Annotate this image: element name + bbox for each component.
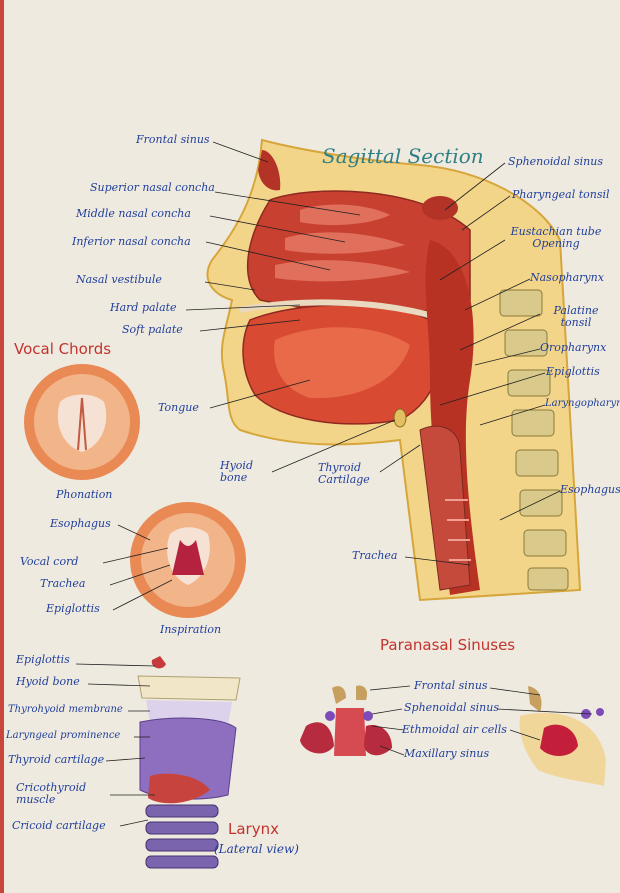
label-paranasal-frontal-sinus: Frontal sinus [414, 679, 488, 692]
inspiration-illustration [130, 502, 246, 618]
label-epiglottis: Epiglottis [546, 365, 600, 378]
larynx-leader-lines [75, 663, 156, 827]
label-vocal-cord: Vocal cord [20, 555, 79, 568]
label-hyoid-bone: Hyoid bone [220, 459, 253, 485]
label-phonation: Phonation [56, 488, 113, 501]
label-pharyngeal-tonsil: Pharyngeal tonsil [512, 188, 610, 201]
paranasal-front-illustration [300, 685, 392, 756]
label-sphenoidal-sinus: Sphenoidal sinus [508, 155, 603, 168]
label-cricothyroid-muscle: Cricothyroid muscle [16, 781, 87, 807]
label-nasopharynx: Nasopharynx [530, 271, 604, 284]
label-inferior-nasal-concha: Inferior nasal concha [72, 235, 191, 248]
label-thyroid-cartilage: Thyroid Cartilage [318, 461, 370, 487]
paper-edge [0, 0, 4, 893]
larynx-illustration [137, 656, 241, 869]
paranasal-leader-lines [369, 685, 593, 756]
sagittal-leader-lines [185, 141, 561, 566]
sagittal-section-drawing [206, 138, 582, 602]
label-laryngeal-prominence: Laryngeal prominence [6, 730, 121, 741]
label-cricoid-cartilage: Cricoid cartilage [12, 819, 106, 832]
paranasal-sinuses-title: Paranasal Sinuses [380, 636, 516, 654]
label-vocal-epiglottis: Epiglottis [46, 602, 100, 615]
label-inspiration: Inspiration [160, 623, 222, 636]
label-larynx-hyoid-bone: Hyoid bone [16, 675, 80, 688]
label-middle-nasal-concha: Middle nasal concha [76, 207, 191, 220]
label-frontal-sinus: Frontal sinus [136, 133, 210, 146]
larynx-title: Larynx [228, 820, 279, 838]
sagittal-section-title: Sagittal Section [322, 144, 484, 168]
vocal-leader-lines [102, 524, 173, 611]
label-maxillary-sinus: Maxillary sinus [404, 747, 490, 760]
label-vocal-esophagus: Esophagus [50, 517, 111, 530]
label-nasal-vestibule: Nasal vestibule [76, 273, 162, 286]
label-eustachian-tube: Eustachian tube Opening [510, 225, 602, 251]
label-oropharynx: Oropharynx [540, 341, 607, 354]
label-superior-nasal-concha: Superior nasal concha [90, 181, 215, 194]
label-ethmoidal-air-cells: Ethmoidal air cells [402, 723, 507, 736]
label-paranasal-sphenoidal-sinus: Sphenoidal sinus [404, 701, 499, 714]
label-tongue: Tongue [158, 401, 199, 414]
vocal-chords-title: Vocal Chords [14, 340, 112, 358]
paranasal-lateral-illustration [519, 686, 606, 786]
label-thyrohyoid-membrane: Thyrohyoid membrane [8, 704, 123, 715]
label-hard-palate: Hard palate [110, 301, 177, 314]
label-larynx-thyroid-cartilage: Thyroid cartilage [8, 753, 105, 766]
label-laryngopharynx: Laryngopharynx [545, 398, 620, 409]
larynx-subtitle: (Lateral view) [214, 842, 299, 856]
label-palatine-tonsil: Palatine tonsil [553, 304, 599, 330]
label-esophagus: Esophagus [560, 483, 620, 496]
label-trachea: Trachea [352, 549, 398, 562]
label-larynx-epiglottis: Epiglottis [16, 653, 70, 666]
phonation-illustration [24, 364, 140, 480]
label-soft-palate: Soft palate [122, 323, 183, 336]
label-vocal-trachea: Trachea [40, 577, 86, 590]
